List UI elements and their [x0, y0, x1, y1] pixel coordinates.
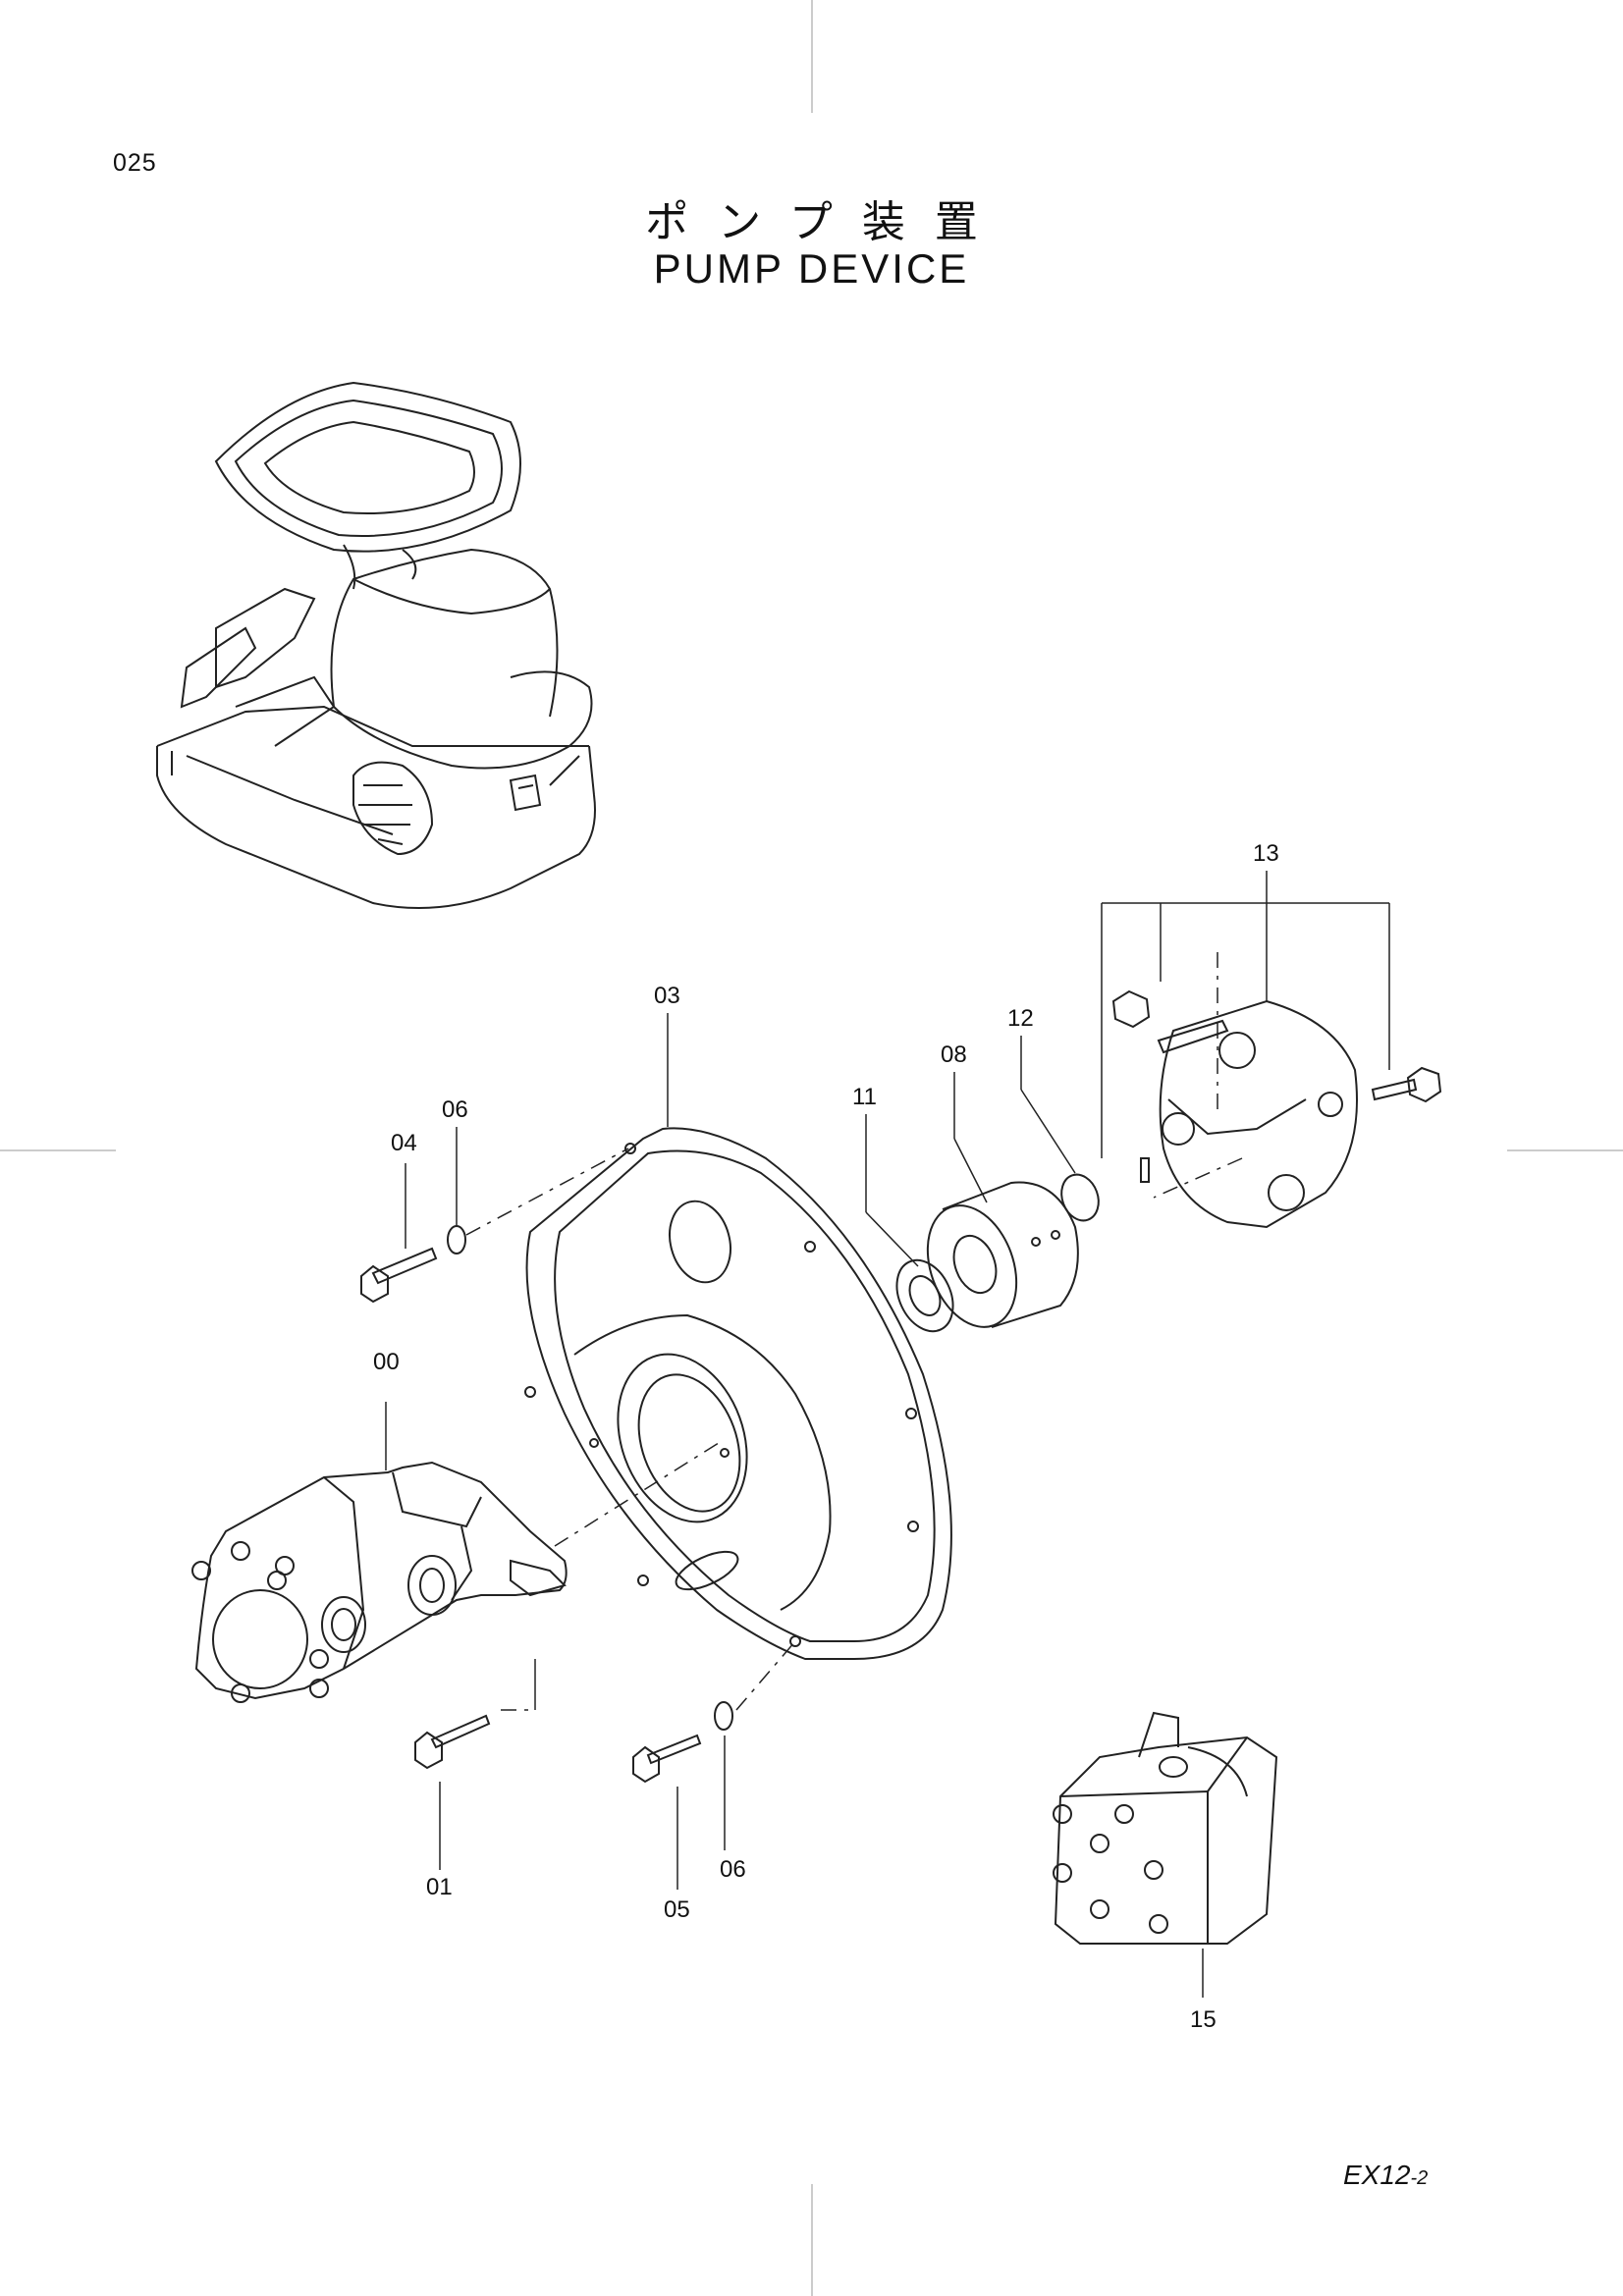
- callout-05: 05: [664, 1896, 690, 1923]
- part-00-hydraulic-pump: [191, 1461, 568, 1703]
- part-06-washer-upper: [447, 1225, 466, 1255]
- callout-08: 08: [941, 1041, 967, 1068]
- callout-12: 12: [1007, 1005, 1034, 1032]
- model-code: EX12-2: [1343, 2160, 1428, 2191]
- part-15-pilot-pump: [1053, 1711, 1278, 1945]
- part-11-oil-seal: [895, 1258, 954, 1333]
- part-08-hub: [926, 1181, 1079, 1328]
- part-01-bolt: [414, 1714, 491, 1770]
- callout-11: 11: [852, 1084, 877, 1110]
- part-03-flywheel-housing: [524, 1127, 952, 1660]
- excavator-overview-illustration: [156, 381, 596, 909]
- part-13-coupling: [1111, 989, 1442, 1229]
- title-english: PUMP DEVICE: [653, 245, 970, 292]
- callout-06-upper: 06: [442, 1096, 468, 1123]
- part-06-washer-lower: [714, 1701, 733, 1731]
- callout-13: 13: [1253, 840, 1279, 867]
- title-japanese: ポンプ装置: [645, 198, 1007, 246]
- leader-lines: [385, 871, 1390, 1998]
- callout-01: 01: [426, 1874, 453, 1900]
- model-suffix: -2: [1410, 2167, 1429, 2189]
- callout-03: 03: [654, 983, 680, 1009]
- callout-06-lower: 06: [720, 1856, 746, 1883]
- part-04-bolt: [360, 1247, 438, 1304]
- alignment-lines: [465, 952, 1243, 1711]
- callout-15: 15: [1190, 2006, 1217, 2033]
- part-12-plug: [1060, 1173, 1100, 1222]
- callout-04: 04: [391, 1130, 417, 1156]
- model-name: EX12: [1343, 2160, 1411, 2190]
- callout-00: 00: [373, 1349, 400, 1375]
- part-05-bolt: [632, 1734, 702, 1784]
- callout-labels: 00 01 03 04 05 06 06 08 11 12 13 15: [373, 840, 1279, 2033]
- page-number: 025: [113, 149, 157, 177]
